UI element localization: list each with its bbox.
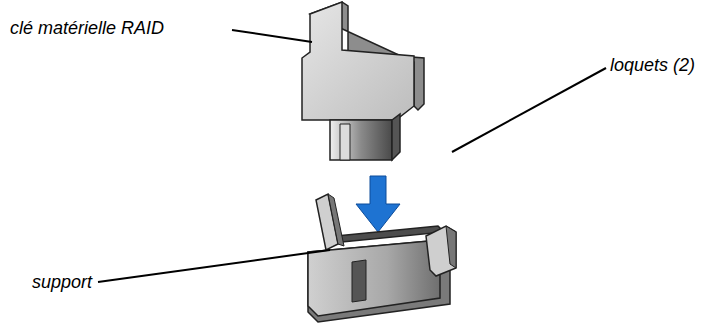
insert-arrow [356,176,400,232]
leader-line [232,30,312,42]
part-label: support [32,272,92,292]
leader-line [98,250,330,282]
raid-key-support [308,194,456,322]
part-label: clé matérielle RAID [10,18,164,38]
raid-key [302,2,424,160]
part-label: loquets (2) [610,55,695,75]
latch [426,226,456,276]
leader-line [452,68,606,152]
